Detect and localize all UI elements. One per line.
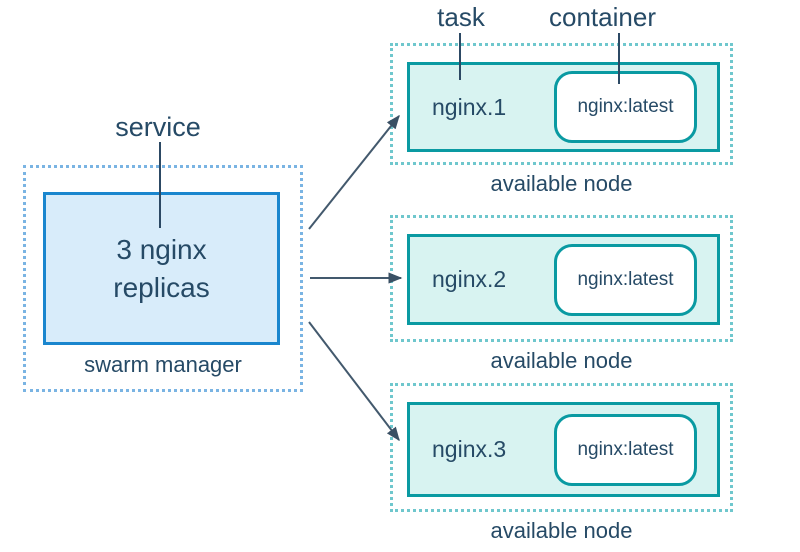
service-label: service [115,112,201,142]
container-image: nginx:latest [577,438,674,460]
node-2-task-box: nginx.2 nginx:latest [407,234,720,325]
task-label: task [437,2,485,32]
container-box: nginx:latest [554,413,697,486]
arrow-to-node-1 [308,114,400,230]
container-image: nginx:latest [577,268,674,290]
swarm-manager-dotted-box [23,165,303,392]
node-group-2: nginx.2 nginx:latest available node [390,215,733,373]
node-1-task-box: nginx.1 nginx:latest [407,62,720,152]
node-1-dotted-box [390,43,733,165]
container-box: nginx:latest [554,71,697,143]
container-box: nginx:latest [554,243,697,316]
task-name: nginx.3 [432,436,507,462]
arrow-to-node-3 [308,321,400,442]
service-replicas-box: 3 nginx replicas [43,192,280,345]
container-label: container [549,2,656,32]
node-3-task-box: nginx.3 nginx:latest [407,402,720,497]
task-name: nginx.2 [432,266,507,292]
service-replicas-text: 3 nginx replicas [113,233,210,303]
node-group-3: nginx.3 nginx:latest available node [390,383,733,543]
node-caption: available node [490,171,633,196]
task-name: nginx.1 [432,93,507,120]
node-group-1: nginx.1 nginx:latest available node [390,43,733,196]
node-caption: available node [490,518,633,543]
node-3-dotted-box [390,383,733,512]
node-caption: available node [490,348,633,373]
swarm-manager-caption: swarm manager [84,352,242,377]
container-image: nginx:latest [577,96,674,117]
